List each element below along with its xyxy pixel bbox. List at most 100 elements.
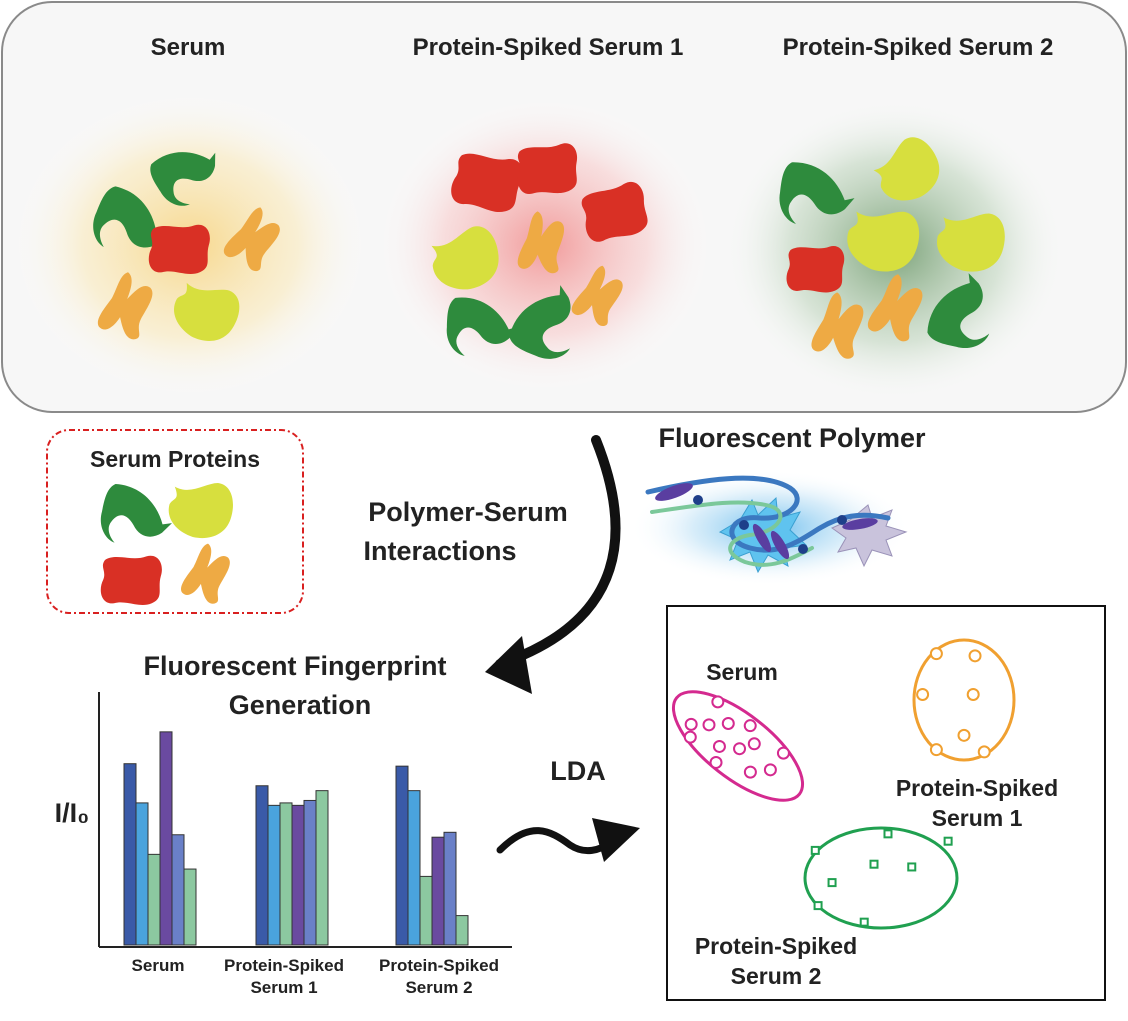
bar-0-0 bbox=[123, 763, 137, 946]
cluster-2-point-1 bbox=[859, 917, 869, 927]
bar-category-0: Serum bbox=[132, 956, 185, 975]
protein-yellow-spiked2-17 bbox=[936, 213, 1005, 272]
lda-arrow: LDA bbox=[496, 756, 640, 862]
polymer-node-4 bbox=[837, 515, 847, 525]
protein-green-serum-0 bbox=[150, 152, 216, 206]
legend-protein-green bbox=[100, 484, 172, 543]
sample-title-spiked1: Protein-Spiked Serum 1 bbox=[413, 34, 684, 61]
fingerprint-label-line1: Fluorescent Fingerprint bbox=[143, 651, 446, 681]
cluster-0-label: Serum bbox=[706, 659, 778, 685]
sample-title-spiked2: Protein-Spiked Serum 2 bbox=[783, 34, 1054, 61]
protein-green-spiked2-15 bbox=[779, 162, 855, 224]
bar-2-1 bbox=[407, 790, 421, 946]
fingerprint-label-line2: Generation bbox=[229, 690, 372, 720]
interaction-arrow-shaft bbox=[495, 435, 621, 669]
interaction-label-line2: Interactions bbox=[363, 536, 516, 566]
cluster-0-point-0 bbox=[683, 730, 697, 744]
cluster-1-point-5 bbox=[929, 647, 943, 661]
legend-proteins bbox=[100, 483, 233, 605]
sample-title-serum: Serum bbox=[151, 34, 226, 61]
legend-title: Serum Proteins bbox=[90, 446, 260, 472]
cluster-2-point-3 bbox=[869, 859, 879, 869]
protein-orange-spiked2-20 bbox=[867, 274, 923, 342]
interaction-label-line1: Polymer-Serum bbox=[368, 497, 568, 527]
protein-yellow-spiked2-16 bbox=[847, 211, 920, 272]
fluorescent-polymer: Fluorescent Polymer bbox=[630, 423, 926, 586]
polymer-node-3 bbox=[798, 544, 808, 554]
cluster-0-point-12 bbox=[776, 746, 790, 760]
polymer-node-2 bbox=[739, 520, 749, 530]
protein-orange-serum-4 bbox=[97, 272, 153, 340]
cluster-2-point-0 bbox=[813, 901, 823, 911]
protein-yellow-serum-5 bbox=[174, 282, 240, 341]
bar-1-5 bbox=[315, 790, 329, 946]
cluster-1-point-1 bbox=[977, 745, 991, 759]
cluster-0-point-9 bbox=[747, 737, 761, 751]
cluster-1-point-3 bbox=[916, 687, 930, 701]
protein-green-spiked1-13 bbox=[509, 285, 571, 359]
cluster-1-ellipse bbox=[912, 638, 1016, 762]
protein-red-spiked1-7 bbox=[517, 143, 578, 195]
bar-2-4 bbox=[443, 831, 457, 946]
lda-arrow-shaft bbox=[496, 827, 614, 855]
protein-green-serum-1 bbox=[93, 186, 167, 248]
protein-yellow-spiked1-10 bbox=[431, 226, 499, 290]
bar-1-0 bbox=[255, 785, 269, 946]
cluster-0-point-2 bbox=[684, 717, 698, 731]
bar-2-0 bbox=[395, 765, 409, 946]
bar-2-5 bbox=[455, 915, 469, 946]
polymer-chain-blue bbox=[645, 475, 891, 553]
polymer-chain-green bbox=[650, 500, 814, 567]
cluster-0-point-1 bbox=[709, 755, 723, 769]
bar-2-2 bbox=[419, 875, 433, 946]
cluster-1-point-2 bbox=[957, 728, 971, 742]
bar-chart-bars bbox=[123, 731, 469, 946]
legend-protein-orange bbox=[181, 543, 230, 604]
bar-0-4 bbox=[171, 834, 185, 946]
polymer-title: Fluorescent Polymer bbox=[658, 423, 926, 453]
bar-1-1 bbox=[267, 804, 281, 946]
protein-orange-spiked1-9 bbox=[517, 211, 565, 274]
protein-orange-serum-3 bbox=[223, 207, 280, 272]
serum-proteins-legend: Serum Proteins bbox=[46, 429, 304, 614]
protein-yellow-spiked2-14 bbox=[873, 137, 940, 201]
bar-2-3 bbox=[431, 836, 445, 946]
cluster-1-point-4 bbox=[966, 687, 980, 701]
cluster-0-point-8 bbox=[721, 716, 735, 730]
cluster-0-point-10 bbox=[711, 695, 725, 709]
protein-field bbox=[93, 137, 1005, 359]
cluster-0-point-11 bbox=[743, 719, 757, 733]
cluster-0: Serum bbox=[671, 659, 805, 802]
bar-0-3 bbox=[159, 731, 173, 946]
bar-0-2 bbox=[147, 853, 161, 946]
legend-protein-yellow bbox=[168, 483, 233, 539]
cluster-0-point-5 bbox=[702, 718, 716, 732]
cluster-0-ellipse bbox=[671, 690, 805, 802]
cluster-2-point-5 bbox=[810, 845, 820, 855]
cluster-0-point-6 bbox=[733, 742, 747, 756]
fluorophore-1 bbox=[655, 483, 693, 501]
cluster-2-point-2 bbox=[827, 878, 837, 888]
fluorophore-3 bbox=[770, 530, 790, 560]
cluster-0-point-4 bbox=[743, 765, 757, 779]
fluorophore-2 bbox=[752, 523, 772, 553]
interaction-arrow: Polymer-Serum Interactions bbox=[363, 435, 621, 694]
interaction-arrow-head bbox=[485, 636, 532, 694]
cluster-1-point-0 bbox=[929, 743, 943, 757]
bar-chart-ylabel: I/I₀ bbox=[55, 798, 90, 828]
cluster-2-point-6 bbox=[943, 836, 953, 846]
samples-panel: Serum Protein-Spiked Serum 1 Protein-Spi… bbox=[1, 1, 1127, 413]
bar-0-1 bbox=[135, 802, 149, 946]
polymer-node-1 bbox=[693, 495, 703, 505]
bar-1-2 bbox=[279, 802, 293, 946]
bar-1-4 bbox=[303, 799, 317, 946]
cluster-2-ellipse bbox=[803, 826, 959, 930]
